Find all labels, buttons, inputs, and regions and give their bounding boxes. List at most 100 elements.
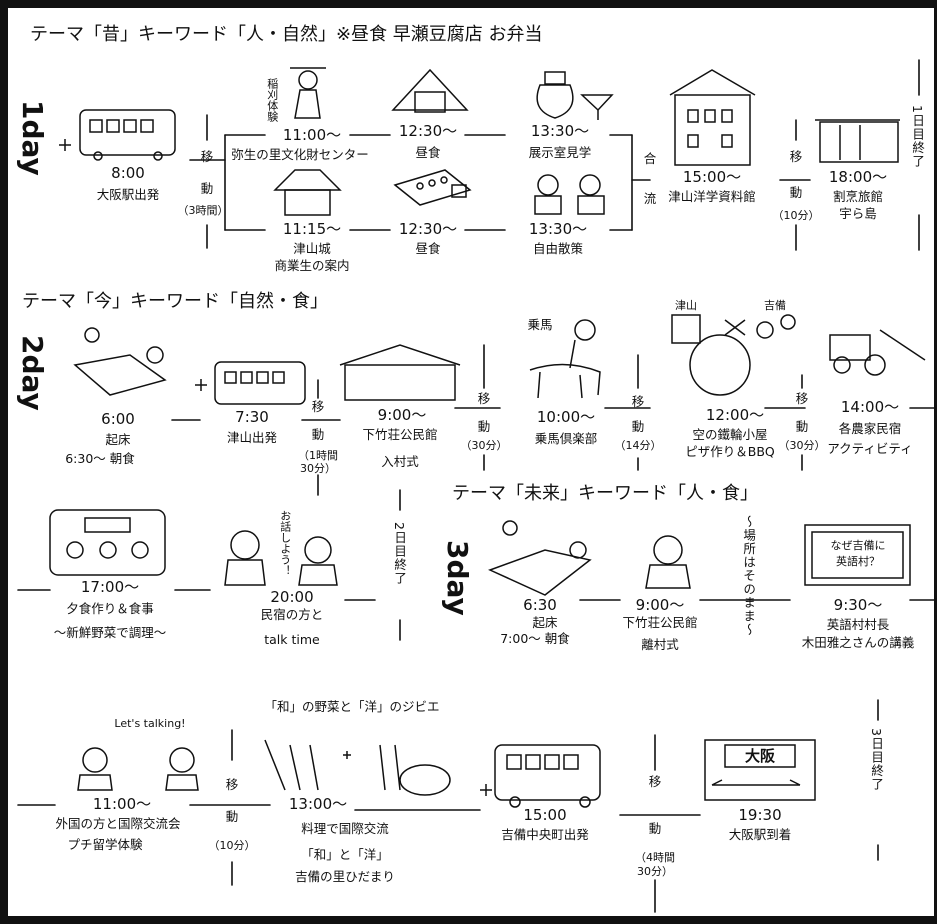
- d2-move3-a: 移: [631, 394, 645, 409]
- d1-move1-b: 動: [200, 181, 214, 196]
- d1-g-label: 津山洋学資料館: [668, 189, 756, 204]
- d3-e-label1: 料理で国際交流: [301, 821, 389, 836]
- d3-c-sign1: なぜ吉備に: [830, 539, 886, 552]
- d1-a-sign: 稲刈体験: [265, 78, 279, 122]
- d1-d-label2: 商業生の案内: [274, 258, 350, 273]
- d3-e-top: 「和」の野菜と「洋」のジビエ: [264, 699, 440, 714]
- d2-a-label2: 6:30～ 朝食: [65, 451, 135, 466]
- d3-d-label2: プチ留学体験: [67, 837, 143, 852]
- d2-a-time: 6:00: [101, 410, 135, 428]
- d2-move3-c: （14分）: [614, 439, 662, 452]
- d1-end: 1日目終了: [910, 105, 926, 168]
- d1-move1-a: 移: [200, 149, 214, 164]
- d3-c-time: 9:30～: [833, 596, 883, 614]
- d2-h-speech: お話しよう！: [278, 510, 292, 576]
- d1-c-time: 13:30～: [530, 122, 590, 140]
- d3-d-speech: Let's talking!: [114, 717, 186, 730]
- theme-day1: テーマ「昔」キーワード「人・自然」※昼食 早瀬豆腐店 お弁当: [30, 24, 543, 45]
- d3-f-label: 吉備中央町出発: [501, 827, 589, 842]
- d3-move2-c: （4時間: [635, 851, 675, 864]
- d3-b-label2: 離村式: [641, 637, 679, 652]
- d3-e-time: 13:00～: [288, 795, 348, 813]
- d2-move1-d: 30分）: [300, 462, 336, 475]
- d1-c-label: 展示室見学: [528, 145, 592, 160]
- d2-e-sign1: 津山: [675, 299, 697, 312]
- day-label-1: 1day: [16, 100, 49, 176]
- d2-c-time: 9:00～: [377, 406, 427, 424]
- d2-b-label: 津山出発: [226, 430, 278, 445]
- d2-e-label1: 空の鐵輪小屋: [692, 427, 768, 442]
- d1-bus-label: 大阪駅出発: [96, 187, 160, 202]
- d1-bus-time: 8:00: [111, 164, 145, 182]
- d1-g-time: 15:00～: [682, 168, 742, 186]
- d3-g-sign: 大阪: [744, 747, 776, 765]
- d3-d-time: 11:00～: [92, 795, 152, 813]
- theme-day2: テーマ「今」キーワード「自然・食」: [22, 291, 328, 312]
- d1-move1-c: （3時間）: [177, 204, 229, 217]
- d2-move3-b: 動: [631, 419, 645, 434]
- d2-move2-a: 移: [477, 391, 491, 406]
- d2-move1-a: 移: [311, 399, 325, 414]
- d2-f-label1: 各農家民宿: [838, 421, 902, 436]
- d3-f-time: 15:00: [523, 806, 567, 824]
- d3-b-label1: 下竹荘公民館: [622, 615, 698, 630]
- d1-f-time: 13:30～: [528, 220, 588, 238]
- d1-h-label2: 宇ら島: [839, 206, 877, 221]
- d3-c-label1: 英語村村長: [826, 617, 890, 632]
- d2-move1-b: 動: [311, 427, 325, 442]
- d2-d-label: 乗馬倶楽部: [534, 431, 598, 446]
- d2-move2-b: 動: [477, 419, 491, 434]
- d2-g-label1: 夕食作り＆食事: [66, 601, 154, 616]
- d1-move2-b: 動: [789, 185, 803, 200]
- d3-a-label2: 7:00～ 朝食: [500, 631, 570, 646]
- d3-b-time: 9:00～: [635, 596, 685, 614]
- d2-h-label1: 民宿の方と: [260, 607, 324, 622]
- d2-move2-c: （30分）: [460, 439, 508, 452]
- d1-merge-b: 流: [643, 191, 657, 206]
- d1-h-time: 18:00～: [828, 168, 888, 186]
- d2-move4-a: 移: [795, 391, 809, 406]
- d2-c-label1: 下竹荘公民館: [362, 427, 438, 442]
- d1-d-time: 11:15～: [282, 220, 342, 238]
- d2-d-time: 10:00～: [536, 408, 596, 426]
- d2-e-sign2: 吉備: [764, 299, 786, 312]
- day-label-2: 2day: [16, 335, 49, 411]
- d3-move2-b: 動: [648, 821, 662, 836]
- d2-b-time: 7:30: [235, 408, 269, 426]
- d3-c-label2: 木田雅之さんの講義: [801, 635, 915, 650]
- d3-end: 3日目終了: [869, 728, 885, 791]
- d2-a-label1: 起床: [105, 432, 131, 447]
- d2-g-time: 17:00～: [80, 578, 140, 596]
- d2-f-label2: アクティビティ: [827, 441, 913, 456]
- d3-d-label1: 外国の方と国際交流会: [55, 816, 181, 831]
- d1-a-label: 弥生の里文化財センター: [231, 147, 369, 162]
- d3-a-time: 6:30: [523, 596, 557, 614]
- d2-move1-c: （1時間: [298, 449, 338, 462]
- d3-c-sign2: 英語村？: [836, 555, 880, 568]
- d2-g-label2: ～新鮮野菜で調理～: [53, 625, 167, 640]
- d1-e-label: 昼食: [415, 241, 441, 256]
- d2-c-label2: 入村式: [381, 454, 419, 469]
- d2-e-label2: ピザ作り＆BBQ: [685, 444, 775, 459]
- d3-a-label1: 起床: [532, 615, 558, 630]
- d3-move2-a: 移: [648, 774, 662, 789]
- d1-b-time: 12:30～: [398, 122, 458, 140]
- d1-f-label: 自由散策: [532, 241, 584, 256]
- day-label-3: 3day: [441, 540, 474, 616]
- d3-note: ～場所はそのまま～: [741, 515, 757, 637]
- d1-move2-a: 移: [789, 149, 803, 164]
- d3-move1-b: 動: [225, 809, 239, 824]
- d3-move1-c: （10分）: [208, 839, 256, 852]
- d2-d-sign: 乗馬: [527, 317, 553, 332]
- d3-e-label2: 「和」と「洋」: [301, 847, 389, 862]
- d2-e-time: 12:00～: [705, 406, 765, 424]
- d1-b-label: 昼食: [415, 145, 441, 160]
- d2-f-time: 14:00～: [840, 398, 900, 416]
- d2-h-time: 20:00: [270, 588, 314, 606]
- theme-day3: テーマ「未来」キーワード「人・食」: [452, 483, 758, 504]
- d1-a-time: 11:00～: [282, 126, 342, 144]
- d1-h-label1: 割烹旅館: [832, 189, 884, 204]
- d3-move1-a: 移: [225, 777, 239, 792]
- d1-move2-c: （10分）: [772, 209, 820, 222]
- d2-h-label2: talk time: [264, 632, 320, 647]
